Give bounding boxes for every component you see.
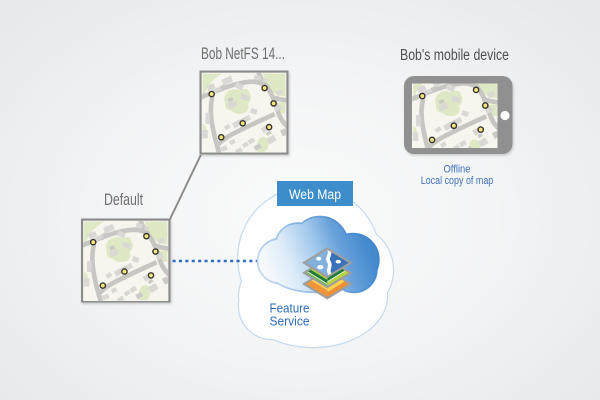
svg-text:Feature: Feature: [270, 301, 310, 316]
svg-text:Offline: Offline: [444, 164, 471, 176]
svg-text:Bob's mobile device: Bob's mobile device: [400, 47, 509, 64]
svg-text:Web Map: Web Map: [289, 187, 341, 202]
svg-text:Bob NetFS 14...: Bob NetFS 14...: [201, 45, 285, 63]
svg-text:Service: Service: [270, 314, 310, 329]
svg-text:Local copy of map: Local copy of map: [421, 175, 494, 187]
svg-text:Default: Default: [104, 191, 143, 209]
